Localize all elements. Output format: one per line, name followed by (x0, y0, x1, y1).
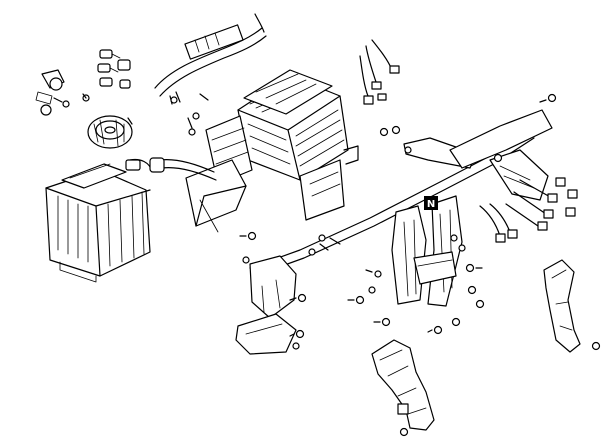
callout-marker: N (424, 196, 438, 210)
callout-marker-label: N (427, 199, 435, 210)
heater-hose-assembly (154, 13, 267, 105)
wiring-harness-connectors (359, 39, 400, 105)
right-harness-connectors (479, 177, 578, 243)
side-defroster-duct (543, 259, 581, 353)
instrument-panel-reinforcement (235, 109, 553, 355)
blower-small-parts (35, 49, 131, 116)
rear-heater-duct (371, 339, 435, 431)
fasteners (239, 93, 601, 437)
blower-fan (87, 115, 133, 149)
blower-case (45, 158, 153, 283)
heater-unit (149, 69, 359, 233)
